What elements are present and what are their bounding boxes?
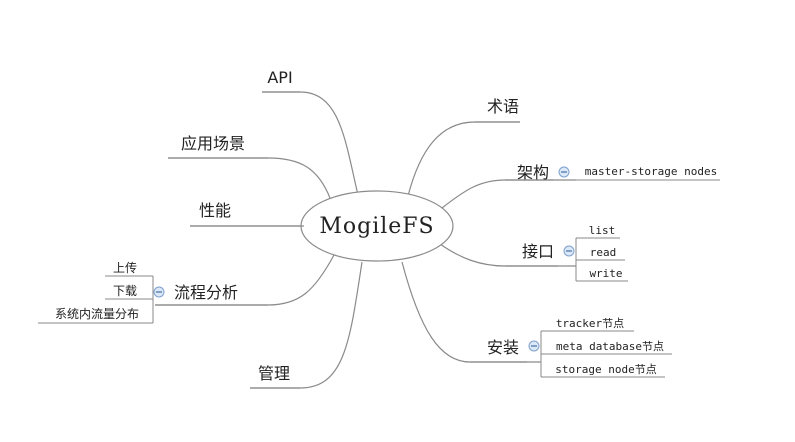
- topic-management[interactable]: 管理: [258, 364, 290, 383]
- flow-children-bracket: [38, 275, 154, 324]
- flow-collapse-toggle[interactable]: [153, 286, 165, 298]
- flow-child-2[interactable]: 系统内流量分布: [55, 307, 139, 321]
- branch-line-terms: [407, 121, 520, 197]
- interface-child-0[interactable]: list: [589, 224, 616, 237]
- center-node[interactable]: MogileFS: [300, 190, 454, 262]
- branch-line-api: [262, 91, 359, 196]
- install-child-2[interactable]: storage node节点: [555, 363, 656, 376]
- topic-performance-label: 性能: [199, 201, 231, 220]
- branch-line-interface: [439, 243, 558, 267]
- topic-install-label: 安装: [487, 338, 519, 357]
- interface-collapse-toggle[interactable]: [563, 245, 575, 257]
- interface-children-bracket: [575, 237, 628, 282]
- topic-management-label: 管理: [258, 364, 290, 383]
- branch-line-flow: [155, 254, 335, 306]
- topic-interface[interactable]: 接口: [522, 242, 554, 261]
- branch-line-usecases: [168, 157, 331, 199]
- topic-usecases[interactable]: 应用场景: [181, 134, 245, 153]
- flow-child-0[interactable]: 上传: [113, 260, 137, 275]
- branch-line-management: [250, 261, 363, 389]
- branch-line-install: [401, 261, 527, 363]
- topic-architecture[interactable]: 架构: [517, 163, 549, 182]
- install-children-bracket: [540, 330, 672, 378]
- topic-performance[interactable]: 性能: [199, 201, 231, 220]
- center-node-label: MogileFS: [319, 214, 434, 239]
- install-child-1[interactable]: meta database节点: [556, 340, 664, 353]
- architecture-collapse-toggle[interactable]: [558, 166, 570, 178]
- topic-install[interactable]: 安装: [487, 338, 519, 357]
- topic-usecases-label: 应用场景: [181, 134, 245, 153]
- architecture-child-0[interactable]: master-storage nodes: [585, 165, 717, 178]
- topic-flow-label: 流程分析: [174, 283, 238, 302]
- interface-child-2[interactable]: write: [589, 267, 622, 280]
- topic-flow[interactable]: 流程分析: [174, 283, 238, 302]
- install-collapse-toggle[interactable]: [528, 340, 540, 352]
- interface-child-1[interactable]: read: [590, 246, 617, 259]
- branch-line-architecture: [441, 179, 553, 209]
- topic-architecture-label: 架构: [517, 163, 549, 182]
- topic-api-label: API: [267, 68, 292, 87]
- topic-terms-label: 术语: [487, 97, 519, 116]
- flow-child-1[interactable]: 下载: [113, 284, 137, 298]
- topic-terms[interactable]: 术语: [487, 97, 519, 116]
- topic-api[interactable]: API: [267, 68, 292, 87]
- topic-interface-label: 接口: [522, 242, 554, 261]
- install-child-0[interactable]: tracker节点: [556, 317, 624, 330]
